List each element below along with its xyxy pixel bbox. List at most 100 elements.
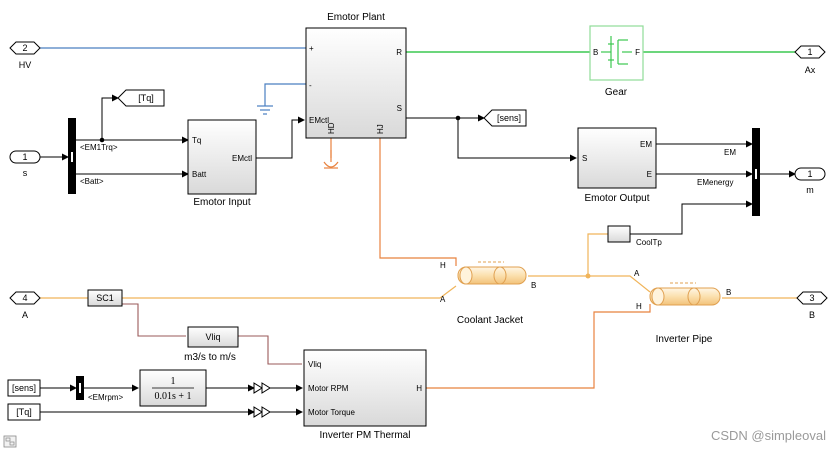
emotor-plant-port-hj: HJ [376, 124, 385, 134]
signal-emenergy-label: EMenergy [697, 178, 733, 187]
bus-selector-input-mark [71, 152, 73, 162]
thermal-reference-icon[interactable] [323, 150, 339, 169]
wire-a[interactable] [40, 285, 457, 299]
from-tq[interactable]: [Tq] [7, 403, 41, 421]
emotor-plant-port-emctl: EMctl [309, 116, 329, 125]
goto-tq[interactable]: [Tq] [117, 89, 165, 107]
outport-m-number: 1 [807, 169, 812, 179]
inport-hv-number: 2 [22, 43, 27, 53]
outport-m-label: m [806, 185, 814, 195]
inport-s-number: 1 [22, 152, 27, 162]
from-tq-label: [Tq] [16, 407, 32, 417]
wire-vliq-thermal[interactable] [238, 335, 302, 365]
outport-m[interactable]: 1 m [794, 167, 826, 195]
emotor-output-title: Emotor Output [584, 193, 649, 204]
gear-port-f: F [635, 48, 640, 57]
wire-hj[interactable] [379, 138, 457, 266]
outport-b-number: 3 [809, 293, 814, 303]
inverter-pipe-port-a: A [634, 269, 640, 278]
block-emotor-input[interactable]: Tq Batt EMctl Emotor Input [187, 119, 257, 208]
outport-ax-number: 1 [807, 47, 812, 57]
inport-a-number: 4 [22, 293, 27, 303]
emotor-input-port-emctl: EMctl [232, 154, 252, 163]
gear-title: Gear [605, 87, 628, 98]
emotor-output-port-s: S [582, 154, 587, 163]
ps-converter-rpm[interactable] [253, 382, 271, 394]
transfer-fn-numerator: 1 [171, 376, 176, 387]
emotor-plant-port-hd: HD [327, 122, 336, 134]
block-emotor-output[interactable]: S EM E Emotor Output [577, 127, 657, 204]
block-emotor-plant[interactable]: Emotor Plant + - EMctl R S HD HJ [305, 12, 407, 139]
signal-emrpm-label: <EMrpm> [88, 393, 123, 402]
coolant-jacket-port-a: A [440, 295, 446, 304]
wire-junction-tq [99, 137, 105, 143]
block-inverter-thermal[interactable]: Vliq Motor RPM Motor Torque H Inverter P… [303, 349, 427, 441]
wire-inv-h[interactable] [426, 304, 651, 389]
inverter-thermal-port-h: H [416, 384, 422, 393]
electrical-ground-icon[interactable] [257, 105, 273, 115]
cooltp-label: CoolTp [636, 238, 662, 247]
block-inverter-pipe[interactable]: A H B Inverter Pipe [634, 269, 731, 345]
emotor-input-port-batt: Batt [192, 170, 207, 179]
vliq-label: Vliq [205, 332, 220, 342]
outport-ax-label: Ax [805, 65, 816, 75]
inverter-thermal-port-vliq: Vliq [308, 360, 321, 369]
from-sens[interactable]: [sens] [7, 379, 41, 397]
wire-cooltp-bus[interactable] [630, 200, 753, 235]
emotor-plant-port-r: R [396, 48, 402, 57]
emotor-plant-title: Emotor Plant [327, 12, 385, 23]
inverter-thermal-port-rpm: Motor RPM [308, 384, 349, 393]
coolant-jacket-title: Coolant Jacket [457, 315, 523, 326]
goto-sens-label: [sens] [497, 113, 521, 123]
emotor-input-title: Emotor Input [193, 197, 250, 208]
wire-tq-goto[interactable] [101, 94, 119, 140]
inport-hv[interactable]: 2 HV [9, 41, 41, 70]
block-coolant-jacket[interactable]: H A B Coolant Jacket [440, 261, 536, 326]
inport-s[interactable]: 1 s [9, 150, 41, 178]
inport-a-label: A [22, 310, 28, 320]
block-transfer-function[interactable]: 1 0.01s + 1 [139, 369, 207, 407]
block-sc1[interactable]: SC1 [87, 289, 123, 307]
block-gear[interactable]: B F Gear [589, 25, 644, 98]
model-browser-icon[interactable] [3, 435, 17, 448]
inport-a[interactable]: 4 A [9, 291, 41, 320]
transfer-fn-denominator: 0.01s + 1 [154, 391, 191, 402]
coolant-jacket-port-b: B [531, 281, 536, 290]
emotor-plant-port-plus: + [309, 44, 314, 53]
wire-cj-b[interactable] [528, 275, 651, 293]
goto-tq-label: [Tq] [138, 93, 154, 103]
wire-ground[interactable] [264, 83, 306, 106]
wire-sc1-vliq[interactable] [122, 303, 186, 337]
bus-selector-rpm-mark [79, 383, 81, 393]
signal-em1trq-label: <EM1Trq> [80, 143, 118, 152]
outport-b[interactable]: 3 B [796, 291, 828, 320]
signal-batt-label: <Batt> [80, 177, 104, 186]
wire-cooltp-up[interactable] [587, 233, 608, 276]
emotor-plant-port-minus: - [309, 81, 312, 90]
inverter-pipe-port-b: B [726, 288, 731, 297]
bus-creator-output-mark [755, 169, 757, 179]
inport-hv-label: HV [19, 60, 32, 70]
inverter-thermal-port-torque: Motor Torque [308, 408, 356, 417]
inverter-pipe-port-h: H [636, 302, 642, 311]
emotor-output-port-em: EM [640, 140, 652, 149]
wire-emctl[interactable] [256, 116, 305, 159]
emotor-input-port-tq: Tq [192, 136, 201, 145]
watermark: CSDN @simpleoval [711, 428, 826, 443]
coolant-jacket-port-h: H [440, 261, 446, 270]
block-cooltp[interactable]: CoolTp [607, 225, 662, 247]
goto-sens[interactable]: [sens] [483, 109, 527, 127]
from-sens-label: [sens] [12, 383, 36, 393]
block-vliq[interactable]: Vliq m3/s to m/s [184, 326, 239, 363]
sc1-label: SC1 [96, 293, 114, 303]
ps-converter-torque[interactable] [253, 406, 271, 418]
wire-s-out[interactable] [406, 117, 577, 162]
signal-em-label: EM [724, 148, 736, 157]
inverter-pipe-title: Inverter Pipe [656, 334, 713, 345]
outport-b-label: B [809, 310, 815, 320]
gear-icon [601, 36, 632, 68]
emotor-plant-port-s: S [397, 104, 402, 113]
inverter-thermal-title: Inverter PM Thermal [320, 430, 411, 441]
outport-ax[interactable]: 1 Ax [794, 45, 826, 75]
wire-junction-coolant [585, 273, 591, 279]
